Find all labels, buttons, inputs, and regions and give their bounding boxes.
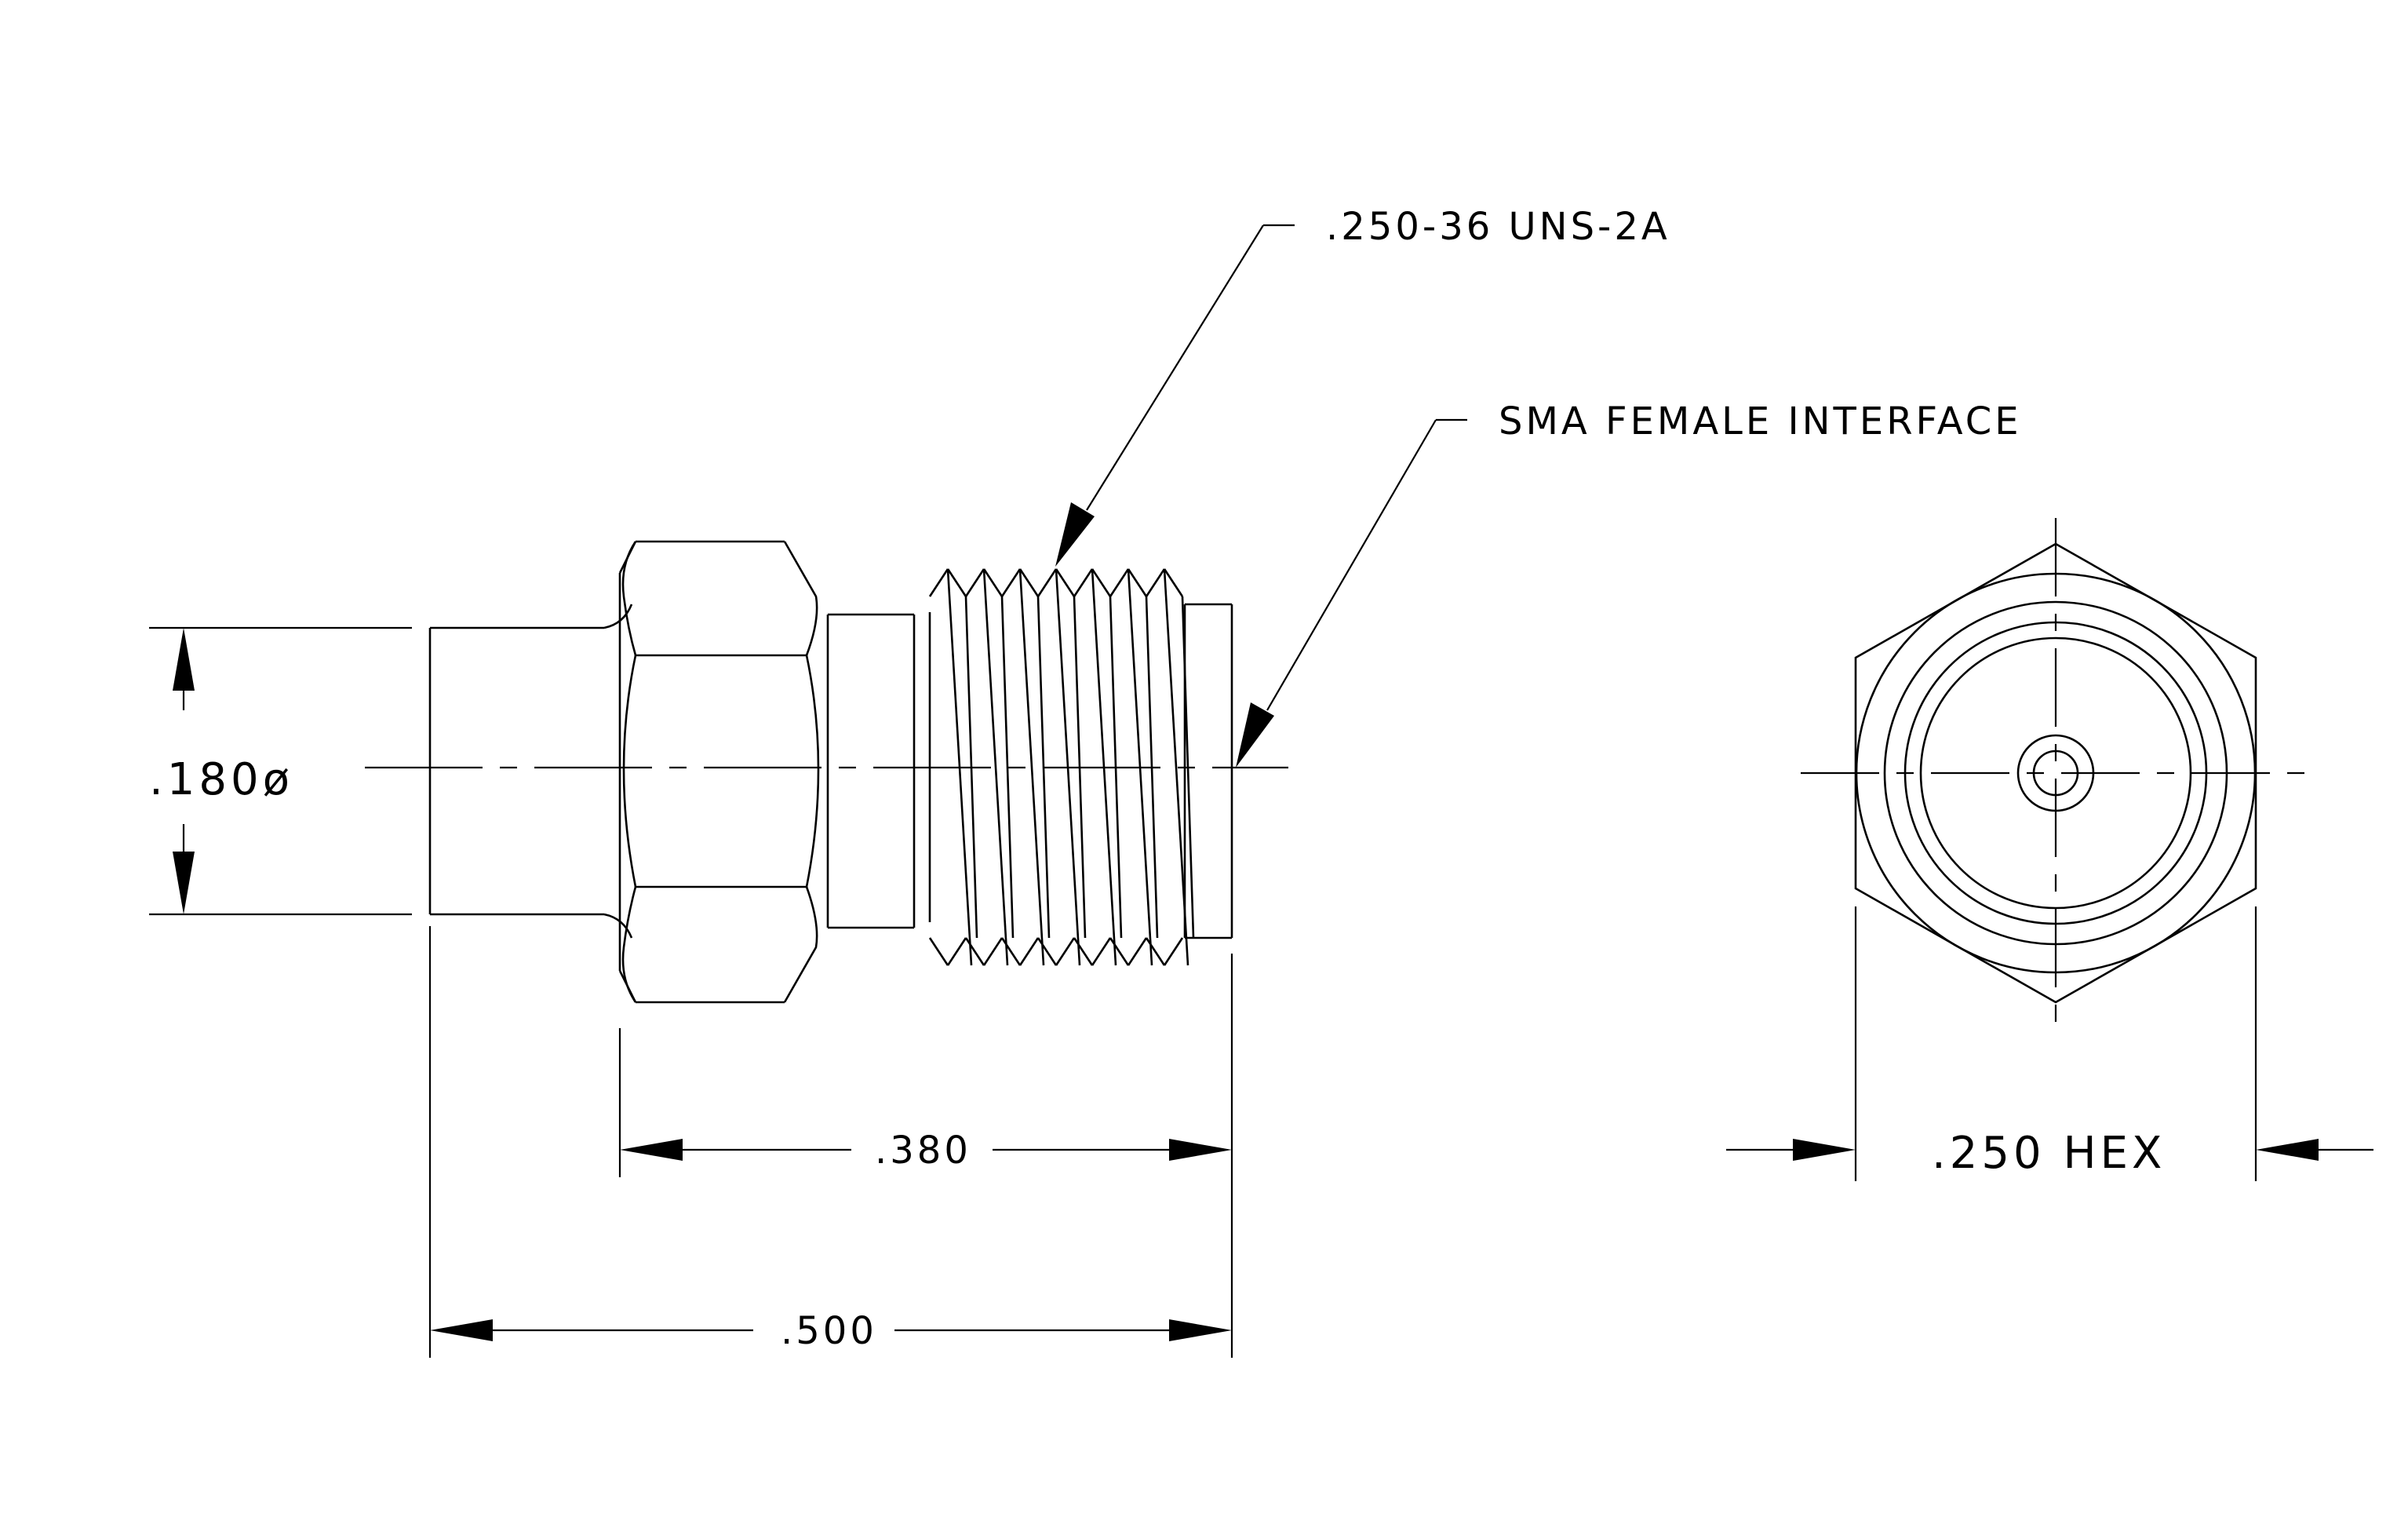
thread-line [1055,568,1081,966]
end-view: .250 HEX [1726,518,2373,1181]
thread-line [1073,568,1094,597]
thread-line [1091,568,1117,966]
interface-callout: SMA FEMALE INTERFACE [1236,399,2022,768]
thread-line [928,937,949,966]
thread-line [1000,568,1022,597]
thread-line [1036,596,1051,939]
pin-outer [2016,734,2095,812]
pin-inner [2032,750,2079,797]
thread-line [928,568,949,597]
thread-line [1036,937,1058,966]
thread-line [946,937,967,966]
thread-line [1145,937,1166,966]
hex-nut [618,540,820,1004]
thread-line [982,568,1004,597]
thread-callout-label: .250-36 UNS-2A [1326,205,1670,249]
thread-line [1000,937,1022,966]
thread-line [1091,568,1112,597]
thread-line [1000,596,1015,939]
diameter-label: .180ø [149,754,293,805]
thread-line [1145,568,1166,597]
thread-line [1163,568,1184,597]
thread-line [1091,937,1112,966]
thread-line [1109,937,1130,966]
thread-line [1163,937,1184,966]
hex-label: .250 HEX [1932,1128,2166,1179]
thread-line [964,568,985,597]
ring-3 [1903,621,2208,925]
thread-line [1127,568,1153,966]
side-view: .180ø .380 .500 .250-36 UNS-2A [149,205,2022,1358]
thread-length-dimension: .380 [618,954,1233,1358]
diameter-dimension: .180ø [149,626,412,916]
thread-line [1018,937,1040,966]
overall-length-label: .500 [781,1309,877,1353]
front-face [1183,603,1233,939]
thread-line [946,568,973,966]
hex-outline [1854,542,2257,1004]
thread-callout: .250-36 UNS-2A [1055,205,1670,567]
outer-ring [1855,572,2257,974]
neck [826,613,916,929]
thread-line [1109,568,1130,597]
thread-line [1055,568,1076,597]
thread-line [982,937,1004,966]
thread-line [1127,937,1148,966]
overall-length-dimension: .500 [428,926,1232,1358]
thread-line [1073,937,1094,966]
interface-callout-label: SMA FEMALE INTERFACE [1499,399,2022,443]
thread-line [946,568,967,597]
thread-line [1055,937,1076,966]
thread-line [1073,596,1087,939]
hex-dimension: .250 HEX [1726,906,2373,1181]
ring-4 [1919,636,2192,910]
thread-line [1109,596,1123,939]
thread-line [1036,568,1058,597]
thread-line [1018,568,1040,597]
thread-line [964,596,978,939]
thread-length-label: .380 [875,1129,971,1173]
thread-line [982,568,1009,966]
ring-2 [1883,600,2228,946]
thread-line [1145,596,1159,939]
rear-body [428,604,633,939]
thread-line [1127,568,1148,597]
thread-line [964,937,985,966]
thread-line [1018,568,1045,966]
